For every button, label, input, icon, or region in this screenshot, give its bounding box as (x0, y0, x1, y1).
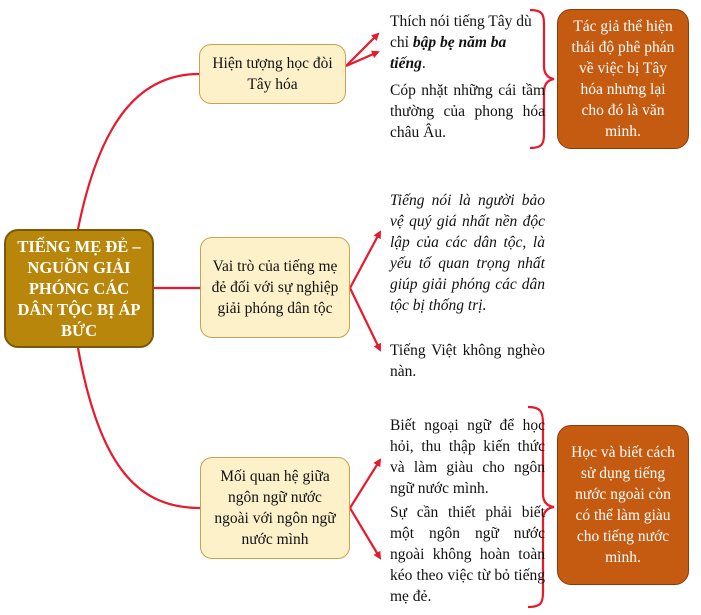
branch-node-3: Mối quan hệ giữa ngôn ngữ nước ngoài với… (200, 457, 350, 559)
arrow-branch-2-detail-3 (349, 230, 381, 289)
branch-node-2: Vai trò của tiếng mẹ đẻ đối với sự nghiệ… (200, 237, 350, 338)
branch-2-label: Vai trò của tiếng mẹ đẻ đối với sự nghiệ… (211, 258, 339, 317)
connector-root-branch-3 (76, 347, 201, 510)
brace-bottom (527, 405, 555, 609)
root-label: TIẾNG MẸ ĐẺ – NGUỒN GIẢI PHÓNG CÁC DÂN T… (17, 237, 141, 340)
detail-3: Tiếng nói là người bảo vệ quý giá nhất n… (390, 192, 545, 314)
note-2-label: Học và biết cách sử dụng tiếng nước ngoà… (571, 444, 675, 566)
note-1-label: Tác giả thể hiện thái độ phê phán về việ… (571, 18, 675, 140)
connector-root-branch-1 (76, 72, 200, 230)
note-node-1: Tác giả thể hiện thái độ phê phán về việ… (557, 9, 689, 149)
detail-2: Cóp nhặt những cái tầm thường của phong … (390, 82, 545, 141)
branch-3-label: Mối quan hệ giữa ngôn ngữ nước ngoài với… (214, 468, 336, 548)
detail-1-emphasis: bập bẹ năm ba tiếng (390, 34, 507, 72)
arrow-branch-1-detail-1 (345, 32, 380, 67)
brace-top (529, 8, 555, 150)
arrow-branch-3-detail-6 (349, 507, 382, 560)
detail-6: Sự cần thiết phải biết một ngôn ngữ nước… (390, 504, 545, 605)
arrow-branch-2-detail-4 (349, 287, 381, 352)
detail-1: Thích nói tiếng Tây dù chỉ bập bẹ năm ba… (390, 11, 545, 74)
detail-1-text: Thích nói tiếng Tây dù chỉ (390, 13, 532, 51)
arrow-branch-3-detail-5 (349, 458, 382, 509)
root-node: TIẾNG MẸ ĐẺ – NGUỒN GIẢI PHÓNG CÁC DÂN T… (4, 229, 154, 348)
detail-4: Tiếng Việt không nghèo nàn. (390, 342, 545, 380)
note-node-2: Học và biết cách sử dụng tiếng nước ngoà… (557, 425, 689, 585)
arrow-branch-1-detail-2 (345, 50, 380, 68)
detail-5: Biết ngoại ngữ để học hỏi, thu thập kiến… (390, 417, 545, 497)
branch-1-label: Hiện tượng học đòi Tây hóa (212, 55, 333, 93)
branch-node-1: Hiện tượng học đòi Tây hóa (199, 44, 346, 104)
detail-1-end: . (421, 55, 426, 72)
